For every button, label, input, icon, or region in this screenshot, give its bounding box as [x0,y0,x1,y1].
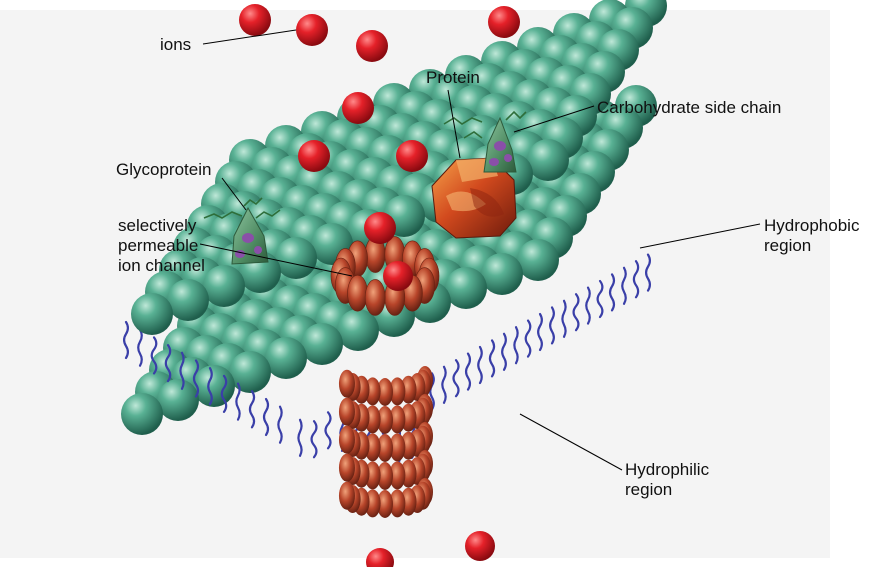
carbohydrate-side-chain-label: Carbohydrate side chain [597,98,781,118]
ion [296,14,328,46]
lipid-head [193,365,235,407]
lipid-head [265,337,307,379]
lipid-head [121,393,163,435]
ion [396,140,428,172]
ion [488,6,520,38]
lipid-head [157,379,199,421]
channel-subunit [365,279,385,315]
protein-label: Protein [426,68,480,88]
lipid-head [445,267,487,309]
lipid-head [203,265,245,307]
ion [356,30,388,62]
ion [298,140,330,172]
channel-subunit [348,275,368,311]
ion [239,4,271,36]
lipid-head [167,279,209,321]
lipid-head [131,293,173,335]
lipid-head [517,239,559,281]
channel-subunit [339,454,355,482]
glycoprotein-label: Glycoprotein [116,160,211,180]
ion [364,212,396,244]
channel-subunit [339,370,355,398]
ion-channel-label: selectively permeable ion channel [118,216,205,276]
lipid-head [229,351,271,393]
lipid-head [527,139,569,181]
lipid-head [481,253,523,295]
ion [465,531,495,561]
ions-label: ions [160,35,191,55]
channel-subunit [339,482,355,510]
channel-subunit [339,426,355,454]
ion [342,92,374,124]
hydrophilic-region-label: Hydrophilic region [625,460,709,500]
lipid-head [301,323,343,365]
lipid-head [337,309,379,351]
ion-channel-lower-part [339,366,433,518]
lipid-head [275,237,317,279]
channel-subunit [339,398,355,426]
ion-in-channel [383,261,413,291]
hydrophobic-region-label: Hydrophobic region [764,216,859,256]
